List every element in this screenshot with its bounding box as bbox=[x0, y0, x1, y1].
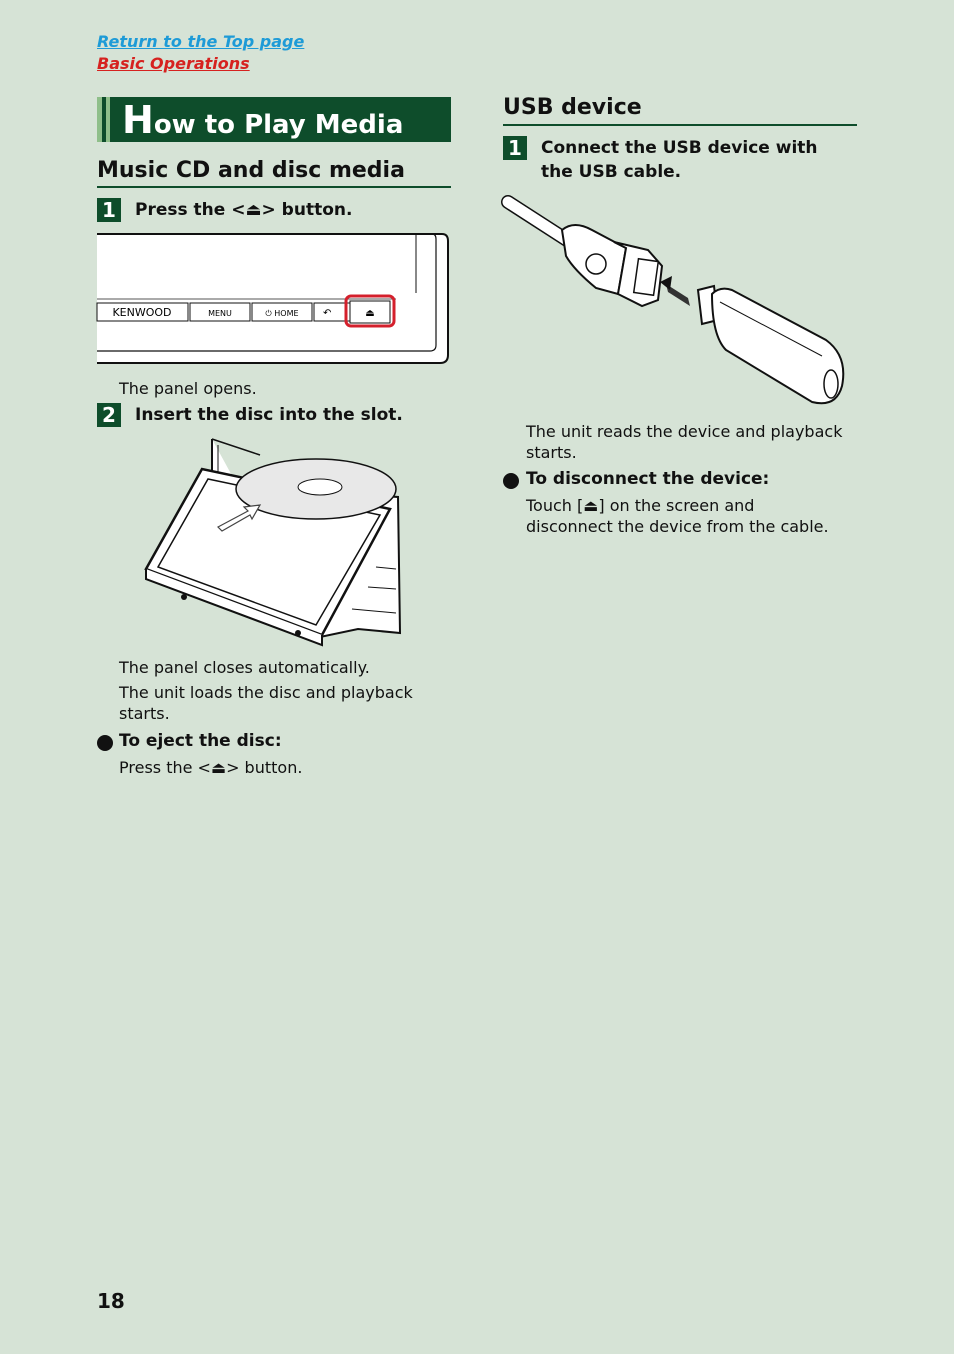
disconnect-heading: To disconnect the device: bbox=[526, 469, 770, 489]
music-cd-heading: Music CD and disc media bbox=[97, 158, 405, 183]
usb-rule bbox=[503, 124, 857, 126]
page-title-initial: H bbox=[122, 98, 154, 142]
page-title: How to Play Media bbox=[122, 101, 403, 140]
step-instruction: Press the <⏏> button. bbox=[135, 200, 353, 220]
eject-disc-heading: To eject the disc: bbox=[119, 731, 282, 751]
usb-heading: USB device bbox=[503, 95, 642, 120]
bullet-icon bbox=[503, 473, 519, 489]
home-key: ⏻ HOME bbox=[265, 309, 298, 318]
return-top-link[interactable]: Return to the Top page bbox=[97, 32, 305, 51]
page-title-rest: ow to Play Media bbox=[153, 110, 404, 140]
step-number: 1 bbox=[97, 198, 121, 222]
eject-highlight bbox=[344, 294, 396, 328]
step-instruction: Connect the USB device with the USB cabl… bbox=[541, 138, 818, 182]
back-key: ↶ bbox=[323, 308, 331, 319]
panel-closes-note: The panel closes automatically. bbox=[119, 658, 370, 677]
page-title-box: How to Play Media bbox=[97, 97, 451, 142]
disconnect-instruction: Touch [⏏] on the screen and disconnect t… bbox=[526, 496, 829, 536]
brand-logo: KENWOOD bbox=[112, 306, 171, 319]
title-accent-bar-2 bbox=[106, 97, 110, 142]
title-accent-bar bbox=[97, 97, 102, 142]
bullet-icon bbox=[97, 735, 113, 751]
disc-insert-illustration bbox=[144, 438, 402, 647]
loads-disc-note: The unit loads the disc and playback sta… bbox=[119, 683, 413, 723]
usb-connection-illustration bbox=[501, 195, 845, 405]
step-number: 1 bbox=[503, 136, 527, 160]
panel-opens-note: The panel opens. bbox=[119, 379, 257, 398]
eject-key: ⏏ bbox=[365, 308, 374, 319]
page-number: 18 bbox=[97, 1289, 125, 1313]
front-panel-illustration: KENWOOD MENU ⏻ HOME ↶ ⏏ bbox=[96, 233, 449, 364]
step-instruction: Insert the disc into the slot. bbox=[135, 405, 403, 425]
usb-reads-note: The unit reads the device and playback s… bbox=[526, 422, 843, 462]
menu-key: MENU bbox=[208, 309, 232, 318]
basic-operations-link[interactable]: Basic Operations bbox=[97, 54, 250, 73]
music-cd-rule bbox=[97, 186, 451, 188]
step-number: 2 bbox=[97, 403, 121, 427]
eject-disc-instruction: Press the <⏏> button. bbox=[119, 758, 303, 777]
